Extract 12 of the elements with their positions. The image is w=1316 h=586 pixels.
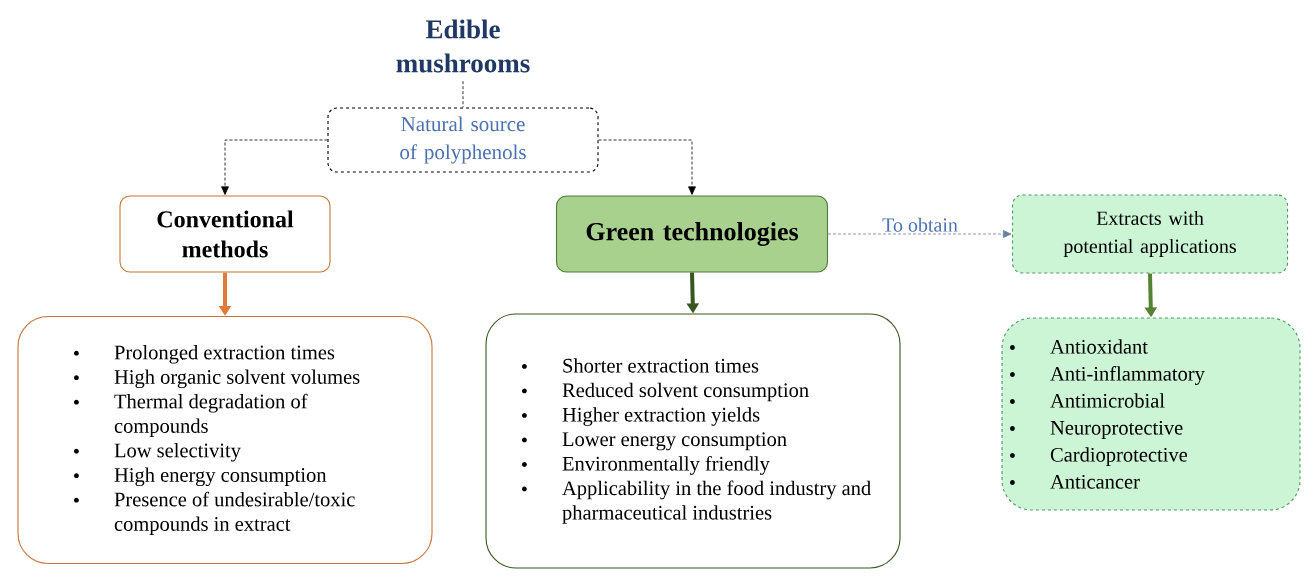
- bullet-list-box: Shorter extraction times Reduced solvent consumption Higher extraction yields Lower energy consumption Environmentally friendly Applicability in the food industry and pharmaceutical industries: [485, 313, 901, 569]
- dashed-box: Natural source of polyphenols: [327, 107, 599, 173]
- bullet-list-box: Prolonged extraction times High organic solvent volumes Thermal degradation of compounds Low selectivity High energy consumption Presence of undesirable/toxic compounds in extract: [17, 315, 433, 565]
- bullet-list-box: Antioxidant Anti-inflammatory Antimicrobial Neuroprotective Cardioprotective Anticancer: [1001, 317, 1301, 511]
- arrow: [827, 230, 1012, 238]
- process-box: Green technologies: [555, 195, 829, 273]
- arrow: [598, 139, 696, 195]
- title-text: Edible mushrooms: [396, 19, 530, 73]
- edge-label: To obtain: [882, 217, 958, 232]
- arrow: [221, 139, 328, 195]
- result-box: Extracts with potential applications: [1011, 194, 1289, 274]
- process-box: Conventional methods: [119, 195, 331, 273]
